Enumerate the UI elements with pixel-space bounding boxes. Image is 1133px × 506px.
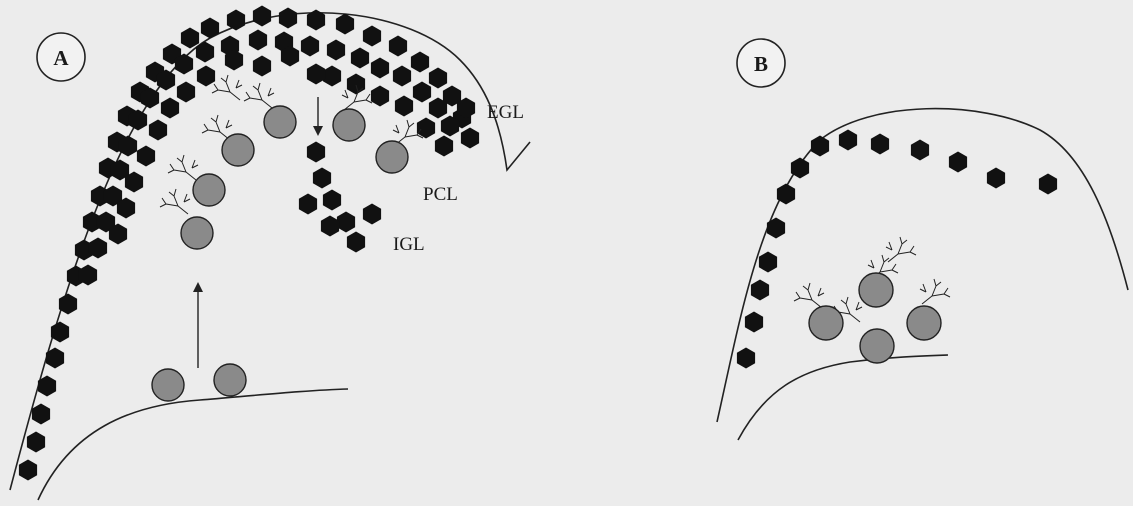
panel-a-down-arrow [313, 97, 323, 136]
granule-cell [249, 30, 267, 51]
granule-cell [149, 120, 167, 141]
granule-cell [417, 118, 435, 139]
granule-cell [751, 280, 769, 301]
purkinje-cell [859, 273, 893, 307]
purkinje-cell [376, 141, 408, 173]
granule-cell [413, 82, 431, 103]
granule-cell [323, 66, 341, 87]
granule-cell [461, 128, 479, 149]
purkinje-dendrite [794, 283, 824, 308]
granule-cell [371, 86, 389, 107]
granule-cell [759, 252, 777, 273]
granule-cell [307, 142, 325, 163]
granule-cell [737, 348, 755, 369]
panel-b-label: B [754, 52, 768, 76]
granule-cell [323, 190, 341, 211]
granule-cell [363, 204, 381, 225]
granule-cell [137, 146, 155, 167]
purkinje-dendrite [886, 237, 916, 262]
panel-a-label: A [53, 46, 69, 70]
granule-cell [161, 98, 179, 119]
granule-cell [32, 404, 50, 425]
panel-b-granule-cells [737, 130, 1057, 369]
granule-cell [389, 36, 407, 57]
panel-b-inner-boundary [738, 355, 948, 440]
panel-a: A EGL PCL IGL [10, 6, 530, 501]
granule-cell [279, 8, 297, 29]
granule-cell [839, 130, 857, 151]
purkinje-dendrite [212, 75, 242, 100]
purkinje-cell [333, 109, 365, 141]
purkinje-cell [860, 329, 894, 363]
granule-cell [253, 56, 271, 77]
granule-cell [337, 212, 355, 233]
granule-cell [911, 140, 929, 161]
granule-cell [299, 194, 317, 215]
granule-cell [181, 28, 199, 49]
granule-cell [435, 136, 453, 157]
granule-cell [197, 66, 215, 87]
granule-cell [987, 168, 1005, 189]
granule-cell [313, 168, 331, 189]
igl-label: IGL [393, 234, 425, 255]
purkinje-dendrite [202, 115, 232, 140]
purkinje-dendrite [244, 83, 274, 108]
granule-cell [811, 136, 829, 157]
granule-cell [411, 52, 429, 73]
granule-cell [321, 216, 339, 237]
granule-cell [745, 312, 763, 333]
granule-cell [393, 66, 411, 87]
granule-cell [227, 10, 245, 31]
granule-cell [177, 82, 195, 103]
purkinje-cell [214, 364, 246, 396]
granule-cell [59, 294, 77, 315]
egl-label: EGL [487, 102, 524, 123]
purkinje-cell [264, 106, 296, 138]
granule-cell [395, 96, 413, 117]
granule-cell [307, 64, 325, 85]
granule-cell [371, 58, 389, 79]
panel-b-purkinje-cells [809, 273, 941, 363]
granule-cell [253, 6, 271, 27]
granule-cell [871, 134, 889, 155]
granule-cell [429, 68, 447, 89]
panel-b: B [717, 39, 1128, 440]
granule-cell [363, 26, 381, 47]
granule-cell [336, 14, 354, 35]
panel-a-up-arrow [193, 282, 203, 368]
granule-cell [351, 48, 369, 69]
pcl-label: PCL [423, 184, 458, 205]
purkinje-cell [809, 306, 843, 340]
granule-cell [301, 36, 319, 57]
granule-cell [1039, 174, 1057, 195]
granule-cell [347, 74, 365, 95]
granule-cell [347, 232, 365, 253]
purkinje-cell [181, 217, 213, 249]
granule-cell [51, 322, 69, 343]
purkinje-cell [193, 174, 225, 206]
purkinje-dendrite [342, 85, 372, 110]
purkinje-dendrite [920, 279, 950, 304]
granule-cell [27, 432, 45, 453]
granule-cell [949, 152, 967, 173]
purkinje-dendrite [160, 189, 190, 214]
granule-cell [327, 40, 345, 61]
panel-a-purkinje-cells [152, 106, 408, 401]
purkinje-cell [907, 306, 941, 340]
purkinje-cell [222, 134, 254, 166]
panel-a-inner-boundary [38, 389, 348, 500]
purkinje-dendrite [168, 155, 198, 180]
granule-cell [19, 460, 37, 481]
purkinje-cell [152, 369, 184, 401]
